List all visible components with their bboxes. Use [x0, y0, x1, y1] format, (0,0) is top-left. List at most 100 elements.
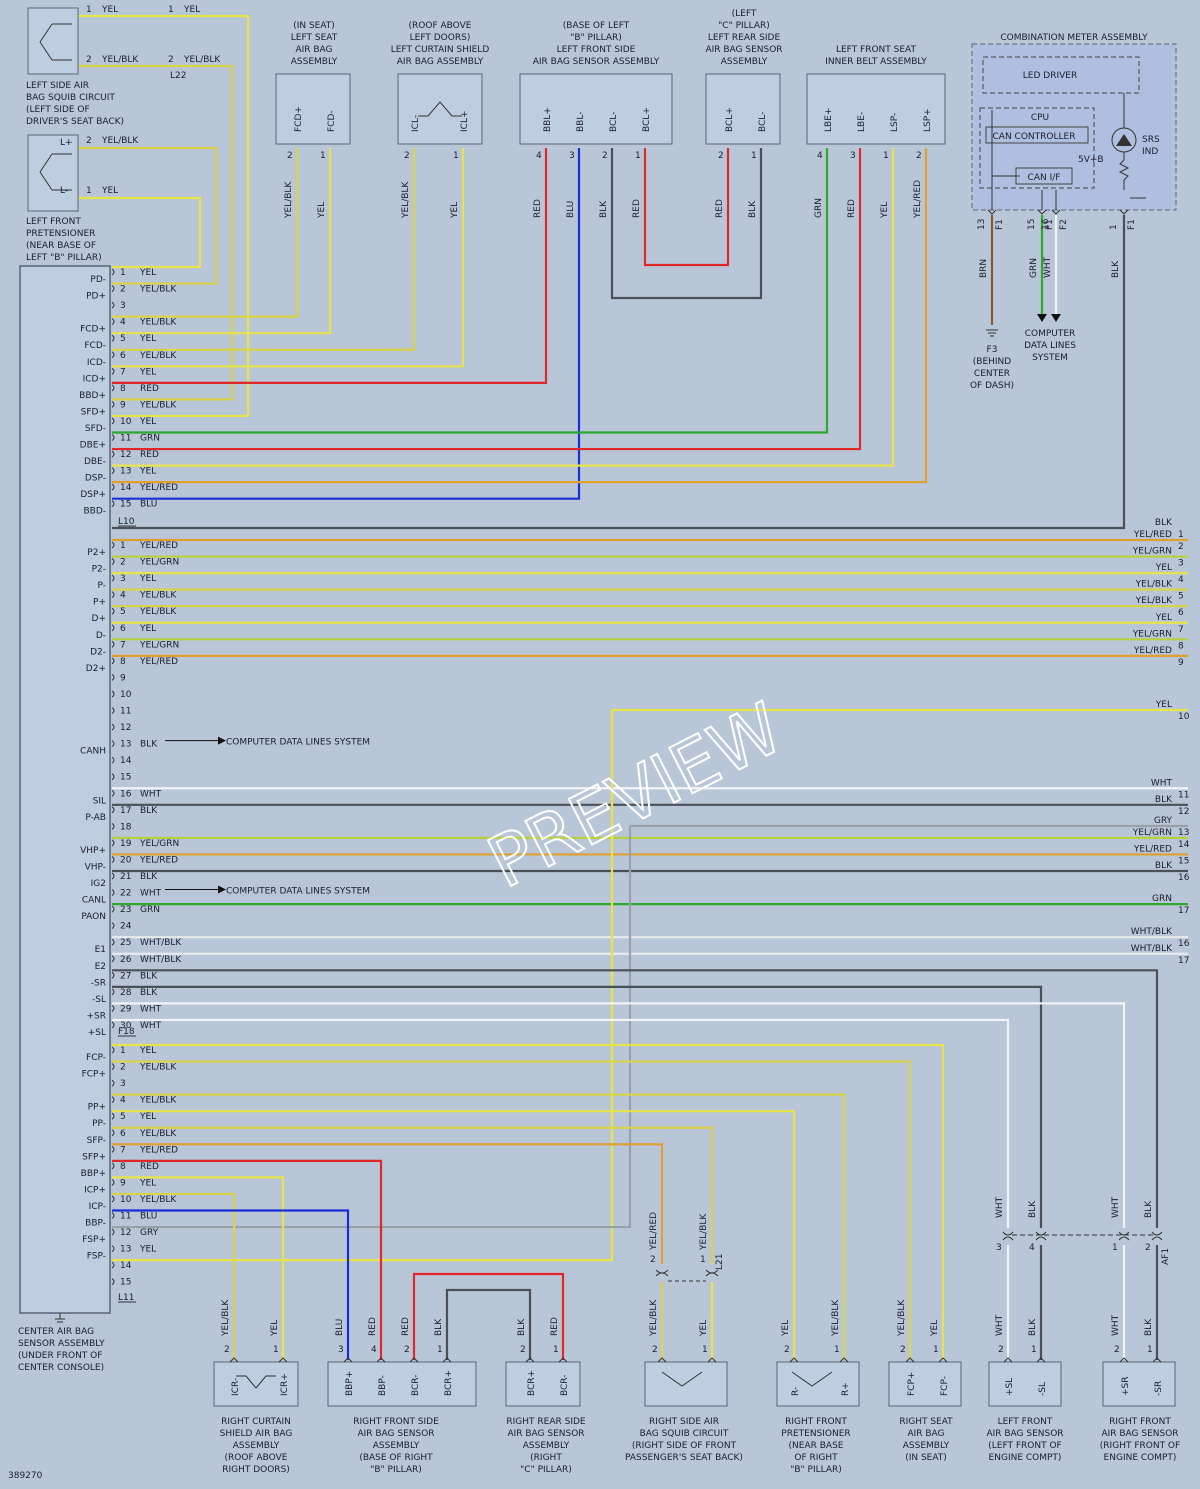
wire-color-label: YEL	[101, 5, 118, 15]
pin-number: 10	[120, 690, 132, 700]
wire-color-label: YEL	[781, 1320, 791, 1337]
pin-number: 21	[120, 872, 131, 882]
pin-number: 9	[120, 1178, 126, 1188]
pin-label: FCD-	[327, 110, 337, 132]
squib-icon	[661, 1371, 703, 1387]
right-front-sensor-label: (RIGHT FRONT OF	[1100, 1441, 1180, 1451]
wire-color-label: WHT	[140, 889, 162, 899]
terminal-icon	[111, 541, 115, 549]
pin-number: 16	[120, 789, 132, 799]
pin-number: 4	[371, 1345, 377, 1355]
wire-fcd-minus	[112, 148, 332, 335]
center-unit-label: CENTER CONSOLE)	[18, 1363, 104, 1373]
terminal-icon	[789, 1357, 799, 1363]
pin-number: 28	[120, 988, 132, 998]
wire-sr-plus	[112, 1002, 1126, 1228]
pin-number: 3	[120, 1079, 126, 1089]
edge-wire-label: WHT/BLK	[1131, 927, 1173, 937]
meter-terminal-icon	[1051, 209, 1061, 215]
terminal-icon	[111, 872, 115, 880]
pin-number: 9	[120, 400, 126, 410]
left-belt-label: LEFT FRONT SEAT	[836, 45, 917, 55]
right-curtain-box	[213, 1361, 299, 1407]
pin-number: 2	[602, 151, 608, 161]
can-controller-box	[985, 126, 1089, 144]
edge-wire-label: BLK	[1155, 795, 1173, 805]
pin-signal-label: D2-	[90, 647, 106, 657]
wire-color-label: YEL	[139, 334, 156, 344]
terminal-icon	[111, 723, 115, 731]
left-front-sensor-label: (LEFT FRONT OF	[988, 1441, 1061, 1451]
edge-pin-number: 4	[1178, 575, 1184, 585]
pin-number: 1	[933, 1345, 939, 1355]
edge-pin-number: 5	[1178, 592, 1184, 602]
pin-signal-label: DBE-	[84, 457, 106, 467]
canh-cds-label: COMPUTER DATA LINES SYSTEM	[226, 738, 370, 748]
wire-sl-plus	[112, 1018, 1010, 1228]
wire-color-label: YEL	[139, 417, 156, 427]
terminal-icon	[111, 938, 115, 946]
right-pretensioner-label: PRETENSIONER	[781, 1429, 850, 1439]
wire-fsp-minus	[112, 710, 614, 1262]
pin-number: 19	[120, 839, 132, 849]
meter-cds-label: SYSTEM	[1032, 353, 1068, 363]
wire-color-label: YEL	[139, 367, 156, 377]
pin-number: 2	[404, 1345, 410, 1355]
wire-color-label: BLK	[1028, 1200, 1038, 1218]
right-pretensioner-label: (NEAR BASE	[789, 1441, 844, 1451]
terminal-icon	[525, 1357, 535, 1363]
pin-number: 11	[120, 707, 131, 717]
terminal-icon	[111, 434, 115, 441]
wire-color-label: YEL/RED	[139, 657, 178, 667]
terminal-icon	[111, 773, 115, 781]
pin-number: 15	[120, 1278, 131, 1288]
wire-color-label: YEL/BLK	[139, 400, 177, 410]
wire-color-label: GRN	[140, 434, 160, 444]
five-volt-label: 5V+B	[1078, 155, 1104, 165]
pin-signal-label: ICD+	[83, 374, 106, 384]
left-squib-label: LEFT SIDE AIR	[26, 81, 89, 91]
pin-number: 2	[120, 285, 126, 295]
pin-number: 4	[120, 591, 126, 601]
pin-number: 2	[86, 136, 92, 146]
pin-label: BBL+	[543, 107, 553, 132]
wire-color-label: RED	[715, 199, 725, 218]
wire-color-label: WHT	[140, 1021, 162, 1031]
terminal-icon	[111, 401, 115, 408]
meter-terminal-icon	[987, 209, 997, 215]
left-curtain-label: (ROOF ABOVE	[409, 21, 472, 31]
meter-cds-label: DATA LINES	[1024, 341, 1076, 351]
terminal-icon	[111, 922, 115, 930]
pin-signal-label: VHP-	[85, 862, 106, 872]
pin-number: 6	[120, 624, 126, 634]
pin-number: 13	[120, 740, 131, 750]
wire-color-label: RED	[550, 1317, 560, 1336]
inline-connector-icon	[1151, 1231, 1163, 1241]
left-squib-label: (LEFT SIDE OF	[26, 105, 90, 115]
pin-number: 1	[1031, 1345, 1037, 1355]
wire-color-label: WHT/BLK	[140, 955, 182, 965]
edge-pin-number: 17	[1178, 906, 1189, 916]
wire-layer	[78, 14, 1188, 1360]
pin-signal-label: -SR	[91, 978, 106, 988]
pin-signal-label: DBE+	[80, 441, 106, 451]
pin-label: FCD+	[294, 106, 304, 132]
wire-color-label: YEL/BLK	[101, 55, 139, 65]
pin-number: 1	[453, 151, 459, 161]
terminal-icon	[1003, 1357, 1013, 1363]
terminal-icon	[111, 268, 115, 276]
pin-number: 1	[751, 151, 757, 161]
edge-pin-number: 11	[1178, 790, 1189, 800]
pin-number: 15	[120, 773, 131, 783]
wire-bbd-minus	[112, 148, 581, 500]
edge-wire-label: YEL/BLK	[1135, 596, 1173, 606]
wire-color-label: WHT	[995, 1196, 1005, 1218]
left-pretensioner-label: (NEAR BASE OF	[26, 241, 96, 251]
wire-pd-minus	[78, 196, 202, 269]
wire-color-label: YEL	[183, 5, 200, 15]
pin-signal-label: BBP+	[81, 1169, 106, 1179]
connector-id: F2	[1059, 219, 1069, 230]
pin-signal-label: P+	[93, 598, 106, 608]
terminal-icon	[111, 318, 115, 326]
wire-color-label: RED	[140, 1162, 159, 1172]
